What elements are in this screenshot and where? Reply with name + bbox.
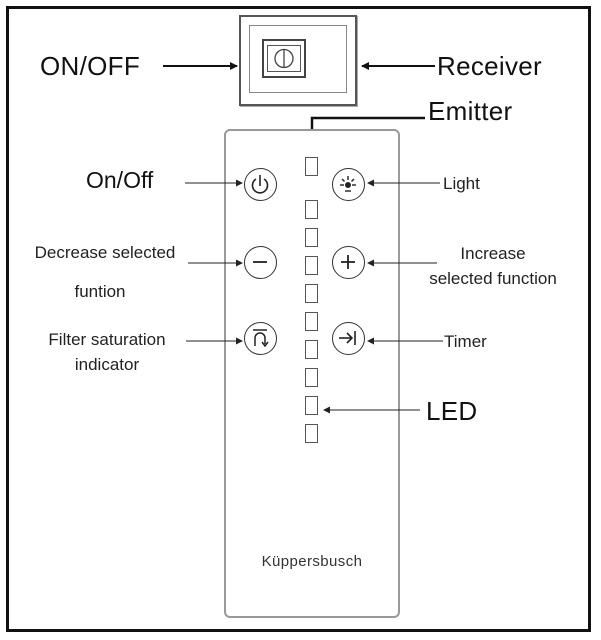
receiver-unit <box>239 15 357 106</box>
on-off-switch <box>262 39 306 78</box>
increase-button <box>332 246 365 279</box>
label-led: LED <box>426 396 478 426</box>
filter-icon <box>253 329 269 348</box>
power-button <box>244 168 277 201</box>
label-decrease-line1: Decrease selected <box>34 243 176 262</box>
label-light: Light <box>443 174 480 193</box>
power-switch-icon <box>274 48 294 69</box>
label-on-off: On/Off <box>86 167 154 193</box>
led-indicator <box>305 157 318 176</box>
led-indicator <box>305 256 318 275</box>
label-increase-line2: selected function <box>429 269 557 288</box>
timer-icon <box>339 331 356 345</box>
label-filter-line2: indicator <box>74 355 140 374</box>
label-emitter: Emitter <box>428 96 513 126</box>
label-on-off-switch: ON/OFF <box>40 51 141 81</box>
light-icon <box>340 176 356 192</box>
power-icon <box>251 175 269 194</box>
label-increase-line1: Increase <box>460 244 526 263</box>
diagram-frame <box>6 6 591 632</box>
label-filter: Filter saturation indicator <box>22 327 192 377</box>
decrease-button <box>244 246 277 279</box>
led-indicator <box>305 368 318 387</box>
led-indicator <box>305 228 318 247</box>
brand-logo: Küppersbusch <box>261 553 363 570</box>
filter-saturation-button <box>244 322 277 355</box>
led-indicator <box>305 284 318 303</box>
light-button <box>332 168 365 201</box>
label-decrease: Decrease selected funtion <box>10 240 200 304</box>
label-receiver: Receiver <box>437 51 542 81</box>
led-indicator <box>305 424 318 443</box>
label-filter-line1: Filter saturation <box>48 330 166 349</box>
led-indicator <box>305 200 318 219</box>
receiver-panel <box>249 25 347 93</box>
label-increase: Increase selected function <box>403 241 583 291</box>
led-indicator <box>305 396 318 415</box>
on-off-switch-face <box>267 45 301 72</box>
timer-button <box>332 322 365 355</box>
plus-icon <box>341 255 355 269</box>
label-timer: Timer <box>444 332 487 351</box>
led-indicator <box>305 312 318 331</box>
minus-icon <box>253 261 267 263</box>
label-decrease-line2: funtion <box>74 282 126 301</box>
led-indicator <box>305 340 318 359</box>
